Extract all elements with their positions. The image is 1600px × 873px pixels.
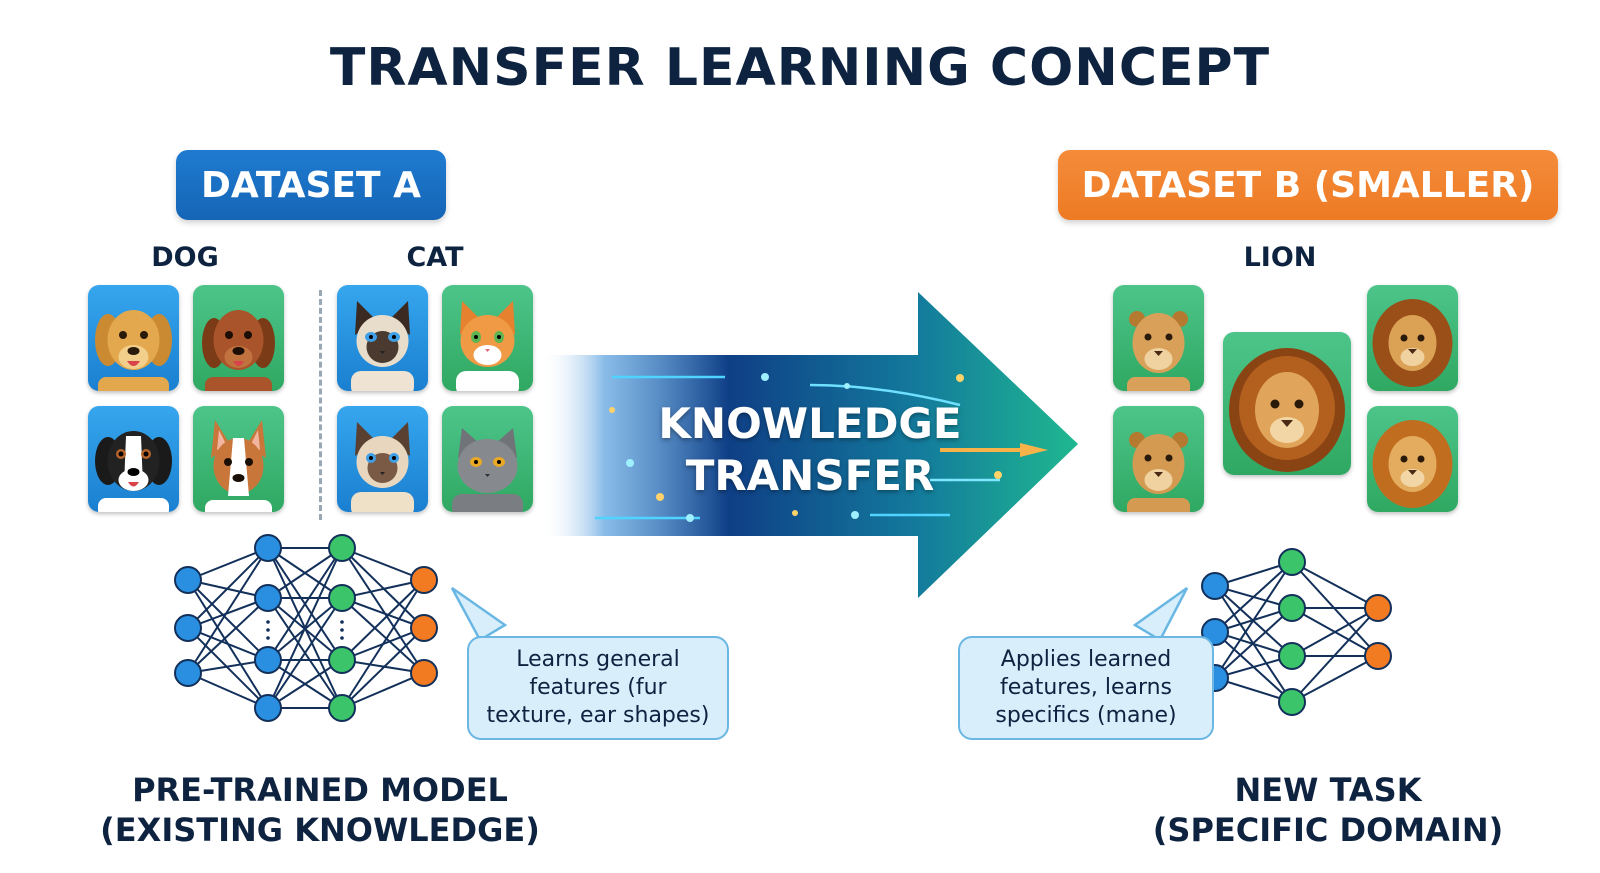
network-node [411,615,437,641]
network-ellipsis-dot [266,636,270,640]
network-edge [188,548,268,628]
new-task-network [1202,549,1391,715]
network-edge [1292,562,1378,608]
network-node [1279,595,1305,621]
network-node [175,660,201,686]
new-task-caption: NEW TASK (SPECIFIC DOMAIN) [1128,770,1528,850]
network-node [255,695,281,721]
network-node [329,585,355,611]
left-bubble-line1: Learns general [487,646,710,674]
network-node [255,647,281,673]
network-ellipsis-dot [266,628,270,632]
network-node [1279,643,1305,669]
right-info-bubble: Applies learned features, learns specifi… [958,636,1214,740]
network-ellipsis-dot [340,628,344,632]
network-node [1279,549,1305,575]
left-bubble-line3: texture, ear shapes) [487,702,710,730]
pretrained-caption-line2: (EXISTING KNOWLEDGE) [80,810,560,850]
network-ellipsis-dot [266,620,270,624]
network-node [255,535,281,561]
knowledge-transfer-line2: TRANSFER [640,450,980,502]
network-node [329,647,355,673]
network-node [1365,643,1391,669]
left-bubble-line2: features (fur [487,674,710,702]
network-ellipsis-dot [340,620,344,624]
network-edge [1292,656,1378,702]
right-bubble-line1: Applies learned [995,646,1176,674]
left-info-bubble: Learns general features (fur texture, ea… [467,636,729,740]
pretrained-network [175,535,437,721]
network-node [411,660,437,686]
bubble-right-tail [1135,588,1187,640]
network-node [175,567,201,593]
bubble-left-tail [452,588,505,640]
new-task-caption-line1: NEW TASK [1128,770,1528,810]
right-bubble-line2: features, learns [995,674,1176,702]
network-node [175,615,201,641]
network-node [329,535,355,561]
right-bubble-line3: specifics (mane) [995,702,1176,730]
network-node [1365,595,1391,621]
network-node [1279,689,1305,715]
knowledge-transfer-label: KNOWLEDGE TRANSFER [640,398,980,502]
pretrained-model-caption: PRE-TRAINED MODEL (EXISTING KNOWLEDGE) [80,770,560,850]
knowledge-transfer-line1: KNOWLEDGE [640,398,980,450]
network-node [255,585,281,611]
network-node [411,567,437,593]
network-ellipsis-dot [340,636,344,640]
pretrained-caption-line1: PRE-TRAINED MODEL [80,770,560,810]
network-node [1202,573,1228,599]
network-node [329,695,355,721]
new-task-caption-line2: (SPECIFIC DOMAIN) [1128,810,1528,850]
